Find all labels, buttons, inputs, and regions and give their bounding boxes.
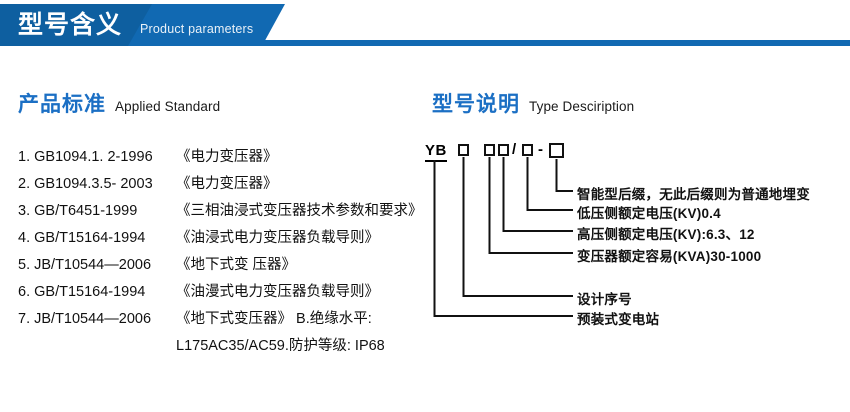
standard-name: L175AC35/AC59.防护等级: IP68 <box>176 338 385 354</box>
section-heading-type-description: 型号说明 Type Desciription <box>432 88 634 118</box>
banner-rule-cap <box>252 40 268 46</box>
model-code-diagram: YB / - 智能型后缀，无此后缀则为普通地埋变 低压侧额定电压(KV)0.4 … <box>425 141 845 333</box>
model-code-box-5 <box>549 143 564 158</box>
standard-code: 6. GB/T15164-1994 <box>18 284 146 300</box>
standard-name: 《电力变压器》 <box>176 149 278 165</box>
diagram-label-substation-type: 预装式变电站 <box>577 312 660 327</box>
banner-title-cn: 型号含义 <box>18 11 123 39</box>
banner-rule <box>264 40 850 46</box>
standard-name: 《地下式变压器》 B.绝缘水平: <box>176 311 372 327</box>
section-heading-cn: 产品标准 <box>18 93 106 116</box>
diagram-label-hv-rated-voltage: 高压侧额定电压(KV):6.3、12 <box>577 227 755 242</box>
model-code-slash: / <box>512 141 517 158</box>
standard-code: 3. GB/T6451-1999 <box>18 203 138 219</box>
model-code-box-2 <box>484 144 495 156</box>
standard-name: 《油漫式电力变压器负载导则》 <box>176 284 379 300</box>
section-heading-en: Applied Standard <box>115 99 221 114</box>
leader-lines <box>433 157 573 317</box>
standard-name: 《电力变压器》 <box>176 176 278 192</box>
standard-row: 4. GB/T15164-1994 《油浸式电力变压器负载导则》 <box>18 226 428 253</box>
standard-code: 1. GB1094.1. 2-1996 <box>18 149 153 165</box>
standard-row: 6. GB/T15164-1994 《油漫式电力变压器负载导则》 <box>18 280 428 307</box>
section-heading-applied-standard: 产品标准 Applied Standard <box>18 88 220 118</box>
model-code-prefix: YB <box>425 143 447 162</box>
model-code-dash: - <box>538 141 543 158</box>
standard-row: 2. GB1094.3.5- 2003 《电力变压器》 <box>18 172 428 199</box>
banner-title-en: Product parameters <box>140 22 254 36</box>
model-code-box-1 <box>458 144 469 156</box>
diagram-label-rated-capacity: 变压器额定容易(KVA)30-1000 <box>577 249 762 264</box>
section-heading-en: Type Desciription <box>529 99 635 114</box>
page-banner: 型号含义 Product parameters <box>0 0 850 52</box>
standard-name: 《三相油浸式变压器技术参数和要求》 <box>176 203 423 219</box>
banner-shape-dark <box>0 4 152 46</box>
standard-code: 5. JB/T10544—2006 <box>18 257 152 273</box>
standard-row: L175AC35/AC59.防护等级: IP68 <box>18 334 428 361</box>
diagram-label-smart-suffix: 智能型后缀，无此后缀则为普通地埋变 <box>577 187 810 202</box>
standard-code: 2. GB1094.3.5- 2003 <box>18 176 153 192</box>
standard-row: 3. GB/T6451-1999 《三相油浸式变压器技术参数和要求》 <box>18 199 428 226</box>
standard-row: 1. GB1094.1. 2-1996 《电力变压器》 <box>18 145 428 172</box>
model-code-box-4 <box>522 144 533 156</box>
standard-code: 7. JB/T10544—2006 <box>18 311 152 327</box>
standard-code: 4. GB/T15164-1994 <box>18 230 146 246</box>
model-code-box-3 <box>498 144 509 156</box>
section-heading-cn: 型号说明 <box>432 93 520 116</box>
standard-row: 7. JB/T10544—2006 《地下式变压器》 B.绝缘水平: <box>18 307 428 334</box>
diagram-label-design-serial: 设计序号 <box>577 292 632 307</box>
standard-row: 5. JB/T10544—2006 《地下式变 压器》 <box>18 253 428 280</box>
standard-name: 《油浸式电力变压器负载导则》 <box>176 230 379 246</box>
diagram-label-lv-rated-voltage: 低压侧额定电压(KV)0.4 <box>577 206 721 221</box>
standards-list: 1. GB1094.1. 2-1996《电力变压器》2. GB1094.3.5-… <box>18 145 428 361</box>
standard-name: 《地下式变 压器》 <box>176 257 297 273</box>
